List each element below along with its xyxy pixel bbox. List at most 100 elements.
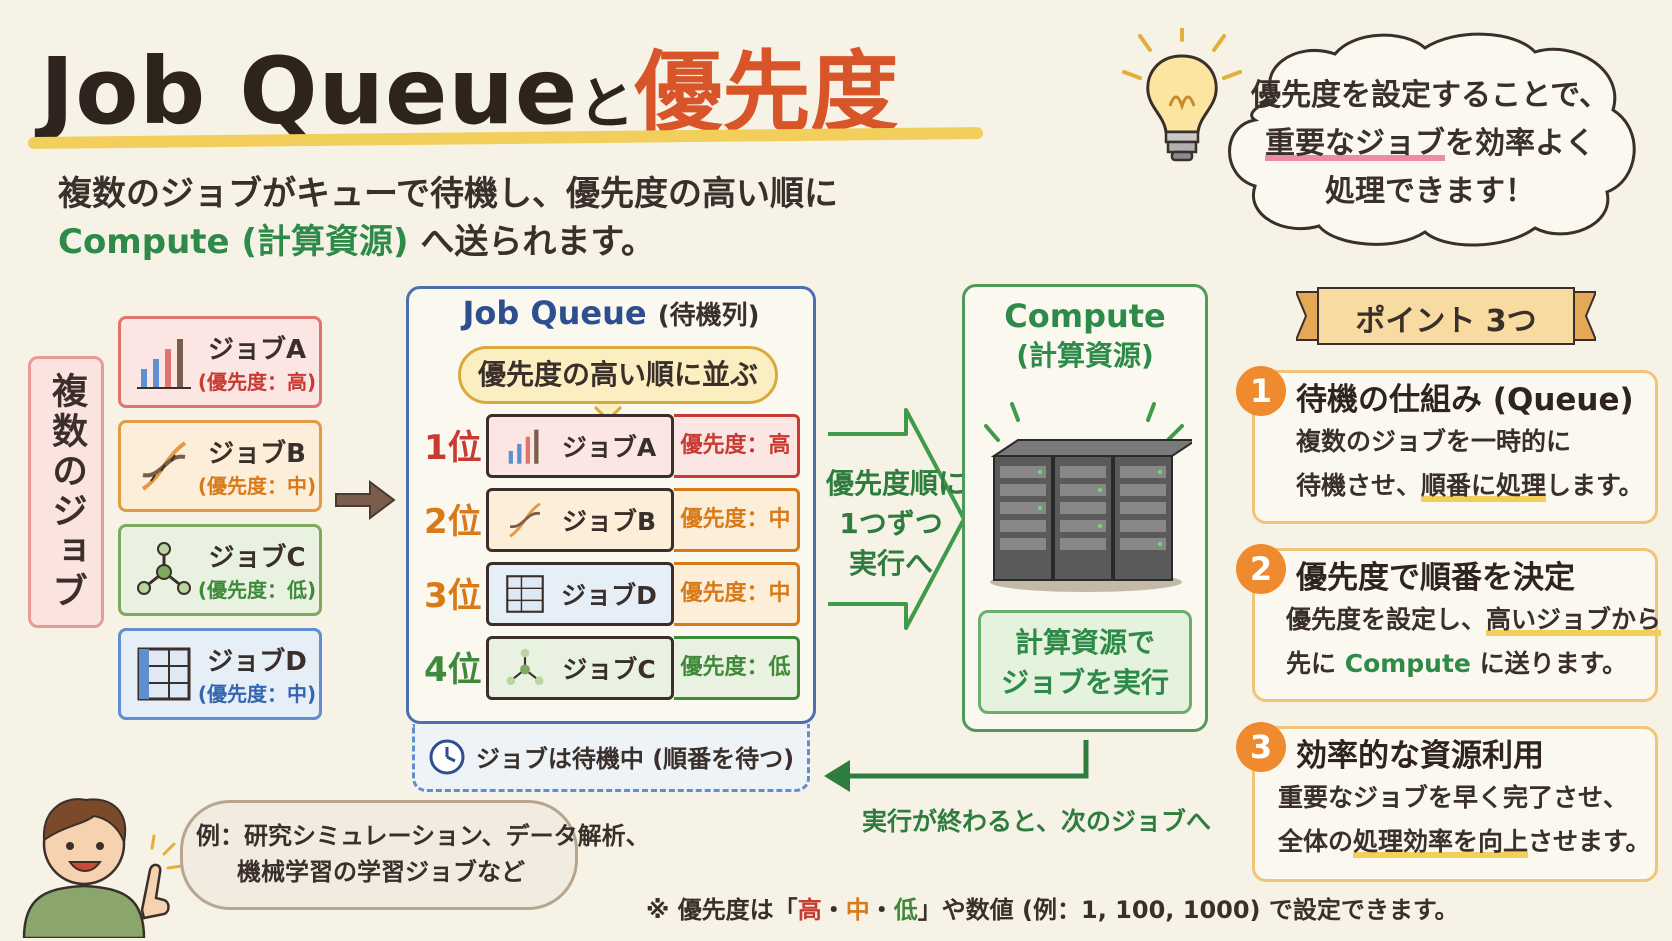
point-number-3: 3 — [1236, 722, 1286, 772]
cloud-line-2-rest: を効率よく — [1445, 126, 1595, 161]
job-card-priority: (優先度：中) — [197, 682, 317, 706]
point-head-1: 待機の仕組み (Queue) — [1296, 382, 1634, 418]
spreadsheet-icon — [137, 647, 191, 701]
server-rack-icon — [984, 402, 1192, 592]
intro-compute: Compute (計算資源) — [58, 222, 409, 262]
example-line-2: 機械学習の学習ジョブなど — [237, 858, 525, 886]
arrow-right-icon — [335, 480, 396, 520]
cloud-bubble — [1228, 32, 1636, 247]
queue-rank-1: 1位 — [424, 428, 482, 468]
point-text: に送ります。 — [1470, 649, 1628, 678]
footnote-dot: ・ — [869, 896, 894, 924]
compute-title-sub: (計算資源) — [1016, 339, 1154, 372]
lightbulb-icon — [1122, 28, 1242, 162]
job-card-b: ジョブB (優先度：中) — [118, 420, 322, 512]
return-text: 実行が終わると、次のジョブへ — [862, 807, 1212, 836]
point-body-3b: 全体の処理効率を向上させます。 — [1278, 820, 1651, 864]
point-text: 優先度を設定し、 — [1286, 605, 1487, 634]
point-highlight: 高いジョブから — [1486, 605, 1662, 634]
point-text: 待機させ、 — [1296, 471, 1422, 500]
point-box-2 — [1252, 548, 1658, 702]
molecule-icon — [506, 648, 544, 686]
dna-icon — [509, 502, 541, 538]
point-body-1a: 複数のジョブを一時的に — [1296, 427, 1572, 456]
job-card-c: ジョブC(優先度：低) — [118, 524, 322, 616]
queue-job-2: ジョブB — [486, 488, 674, 552]
intro-rest: へ送られます。 — [408, 222, 655, 262]
footnote-high: 高 — [797, 896, 822, 924]
job-card-name: ジョブA — [207, 335, 307, 365]
job-card-priority: (優先度：高) — [197, 370, 317, 394]
compute-title-main: Compute — [1004, 297, 1166, 335]
title-job-queue: Job Queue — [40, 38, 579, 145]
queue-priority-1: 優先度：高 — [674, 414, 800, 478]
bar-chart-icon — [508, 429, 539, 464]
footnote: ※ 優先度は「高・中・低」や数値 (例：1, 100, 1000) で設定できま… — [646, 890, 1458, 925]
dna-icon — [141, 441, 187, 491]
return-arrow-icon — [824, 740, 1089, 792]
point-number-1: 1 — [1236, 366, 1286, 416]
footnote-low: 低 — [893, 896, 918, 924]
footnote-mid: 中 — [845, 896, 870, 924]
point-box-3 — [1252, 726, 1658, 882]
point-highlight: 処理効率を向上 — [1353, 827, 1529, 856]
waiting-text: ジョブは待機中 (順番を待つ) — [475, 745, 795, 773]
point-head-2: 優先度で順番を決定 — [1296, 560, 1575, 596]
bar-chart-icon — [137, 339, 191, 389]
page-title: Job Queueと優先度 — [40, 22, 898, 145]
cloud-line-2: 重要なジョブを効率よく — [1250, 118, 1610, 162]
queue-job-1: ジョブA — [486, 414, 674, 478]
compute-caption-2: ジョブを実行 — [1000, 666, 1169, 699]
queue-job-4: ジョブC — [486, 636, 674, 700]
intro-line-2: Compute (計算資源) へ送られます。 — [58, 214, 655, 263]
job-queue-title-main: Job Queue — [462, 294, 647, 332]
molecule-icon — [137, 542, 191, 595]
job-card-d: ジョブD (優先度：中) — [118, 628, 322, 720]
flow-line-3: 実行へ — [848, 547, 933, 580]
example-bubble — [180, 800, 578, 910]
job-card-name: ジョブC — [208, 543, 306, 573]
footnote-text: ※ 優先度は「 — [646, 896, 798, 924]
job-queue-title-sub: (待機列) — [657, 301, 760, 331]
intro-line-1: 複数のジョブがキューで待機し、優先度の高い順に — [58, 174, 838, 214]
footnote-dot: ・ — [821, 896, 846, 924]
queue-sort-label: 優先度の高い順に並ぶ — [458, 346, 778, 404]
queue-job-name: ジョブC — [562, 655, 656, 684]
footnote-text: 」や数値 (例：1, 100, 1000) で設定できます。 — [917, 896, 1459, 924]
queue-priority-4: 優先度：低 — [674, 636, 800, 700]
queue-priority-2: 優先度：中 — [674, 488, 800, 552]
job-card-priority: (優先度：中) — [197, 474, 317, 498]
job-card-name: ジョブD — [207, 647, 307, 677]
queue-job-name: ジョブA — [561, 433, 657, 462]
point-body-2b: 先に Compute に送ります。 — [1286, 642, 1627, 686]
cloud-highlight: 重要なジョブ — [1265, 126, 1445, 161]
compute-caption-1: 計算資源で — [1014, 626, 1155, 659]
point-body-1b: 待機させ、順番に処理します。 — [1296, 464, 1644, 508]
compute-title: Compute (計算資源) — [962, 296, 1208, 376]
title-priority: 優先度 — [634, 41, 899, 144]
point-compute: Compute — [1344, 649, 1471, 678]
points-banner-text: ポイント 3つ — [1355, 304, 1537, 339]
flow-line-2: 1つずつ — [839, 507, 943, 540]
point-text: します。 — [1546, 471, 1644, 500]
job-card-name: ジョブB — [208, 439, 306, 469]
queue-rank-3: 3位 — [424, 576, 482, 616]
points-banner — [1296, 287, 1596, 345]
example-text: 例：研究シミュレーション、データ解析、機械学習の学習ジョブなど — [196, 818, 650, 890]
point-body-3a: 重要なジョブを早く完了させ、 — [1278, 783, 1629, 812]
queue-rank-2: 2位 — [424, 502, 482, 542]
queue-job-name: ジョブD — [561, 581, 657, 610]
job-queue-title: Job Queue (待機列) — [406, 294, 816, 332]
point-head-3: 効率的な資源利用 — [1296, 738, 1544, 774]
spreadsheet-icon — [506, 575, 544, 613]
queue-job-3: ジョブD — [486, 562, 674, 626]
point-highlight: 順番に処理 — [1421, 471, 1547, 500]
waiting-box: ジョブは待機中 (順番を待つ) — [412, 724, 810, 792]
point-number-2: 2 — [1236, 544, 1286, 594]
point-text: させます。 — [1528, 827, 1651, 856]
queue-rank-4: 4位 — [424, 650, 482, 690]
point-text: 全体の — [1278, 827, 1354, 856]
multiple-jobs-label: 複数のジョブ — [28, 356, 104, 628]
compute-caption: 計算資源でジョブを実行 — [978, 610, 1192, 714]
queue-priority-3: 優先度：中 — [674, 562, 800, 626]
